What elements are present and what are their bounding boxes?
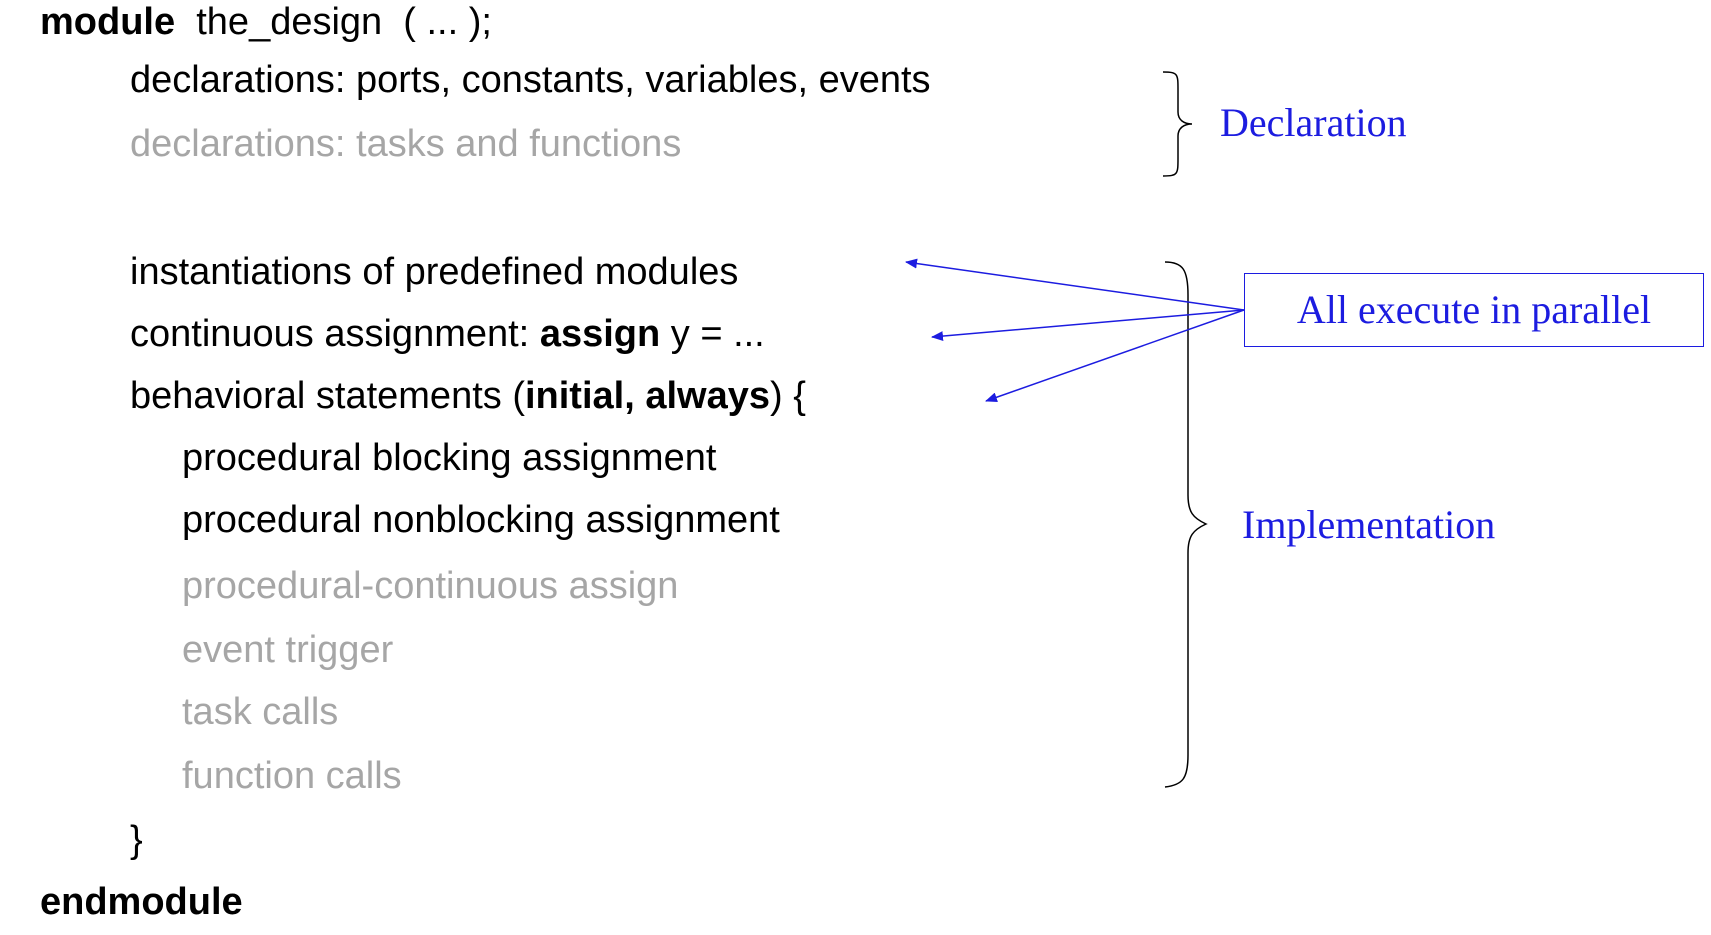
arrow-to-instantiations [905,258,1245,311]
declaration-brace [1162,71,1193,177]
arrow-to-continuous-assignment [931,309,1245,342]
implementation-brace [1164,261,1208,788]
parallel-execution-box: All execute in parallel [1244,273,1704,347]
behavioral-statements-line: behavioral statements (initial, always) … [130,374,806,418]
procedural-continuous-line: procedural-continuous assign [182,565,679,607]
task-calls-line: task calls [182,691,339,733]
initial-always-keywords: initial, always [524,375,770,417]
declarations-tasks-line: declarations: tasks and functions [130,123,682,165]
instantiations-line: instantiations of predefined modules [130,251,739,293]
module-line: module the_design ( ... ); [40,0,492,44]
behavioral-statements-brace: ) { [769,375,806,417]
continuous-assignment-text: continuous assignment: [130,313,540,355]
module-keyword: module [40,1,176,43]
closing-brace-line: } [130,819,143,861]
endmodule-line: endmodule [40,881,243,923]
nonblocking-assignment-line: procedural nonblocking assignment [182,499,780,541]
blocking-assignment-line: procedural blocking assignment [182,437,717,479]
continuous-assignment-expr: y = ... [660,313,765,355]
continuous-assignment-line: continuous assignment: assign y = ... [130,312,765,356]
module-signature: the_design ( ... ); [175,1,492,43]
assign-keyword: assign [539,313,661,355]
arrow-to-behavioral-statements [985,309,1245,403]
declaration-label: Declaration [1220,100,1407,145]
implementation-label: Implementation [1242,502,1496,547]
declarations-ports-line: declarations: ports, constants, variable… [130,59,931,101]
event-trigger-line: event trigger [182,629,394,671]
behavioral-statements-text: behavioral statements ( [130,375,525,417]
function-calls-line: function calls [182,755,402,797]
